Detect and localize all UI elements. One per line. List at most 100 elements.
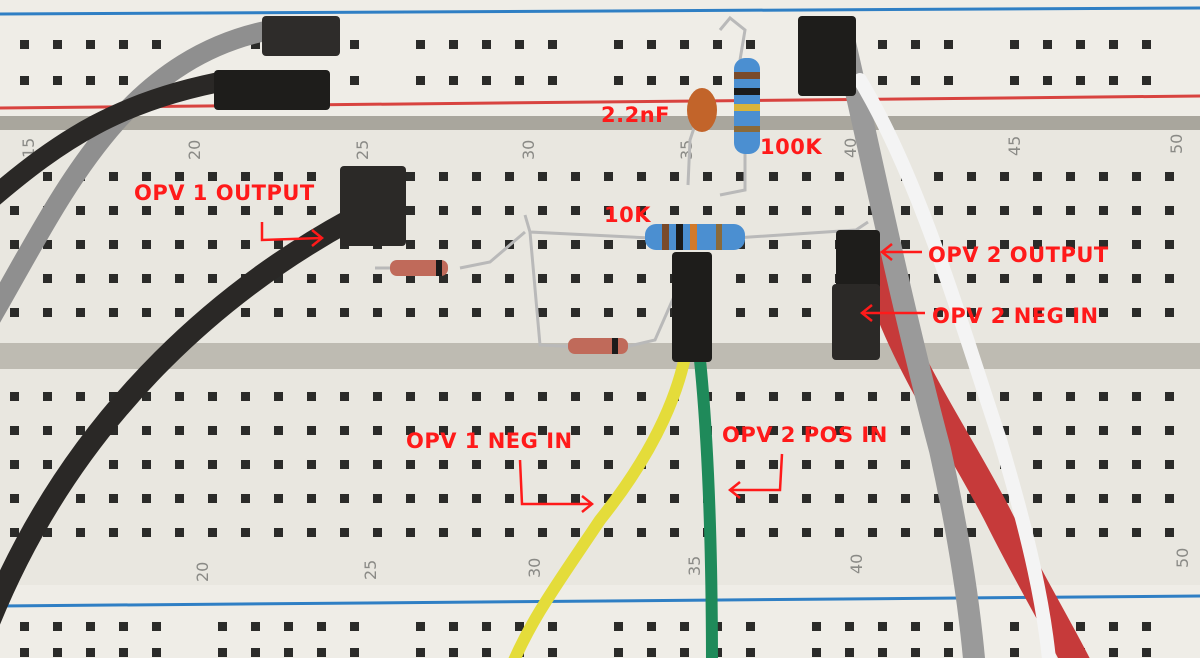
hole xyxy=(1033,528,1042,537)
hole xyxy=(109,274,118,283)
hole xyxy=(614,76,623,85)
hole xyxy=(109,494,118,503)
arrow-opv1-output xyxy=(260,222,323,242)
hole xyxy=(416,76,425,85)
label-opv1-output: OPV 1 OUTPUT xyxy=(134,181,315,205)
hole xyxy=(208,528,217,537)
hole xyxy=(812,622,821,631)
hole xyxy=(934,172,943,181)
hole xyxy=(1109,622,1118,631)
col-number: 50 xyxy=(1167,134,1186,154)
hole xyxy=(967,240,976,249)
hole xyxy=(53,76,62,85)
hole xyxy=(439,528,448,537)
hole xyxy=(20,622,29,631)
hole xyxy=(944,40,953,49)
annotation-arrows xyxy=(260,222,925,513)
resistor-10k xyxy=(645,224,745,250)
hole xyxy=(604,240,613,249)
hole xyxy=(1066,460,1075,469)
hole xyxy=(571,460,580,469)
hole xyxy=(109,460,118,469)
hole xyxy=(472,274,481,283)
hole xyxy=(637,392,646,401)
hole xyxy=(439,240,448,249)
top-red-rail-line xyxy=(0,94,1200,110)
hole xyxy=(571,274,580,283)
hole xyxy=(340,274,349,283)
hole xyxy=(901,494,910,503)
hole xyxy=(845,622,854,631)
hole xyxy=(175,240,184,249)
hole xyxy=(670,206,679,215)
hole xyxy=(373,426,382,435)
hole xyxy=(482,76,491,85)
hole xyxy=(43,172,52,181)
hole xyxy=(538,460,547,469)
hole xyxy=(142,494,151,503)
hole xyxy=(505,494,514,503)
hole xyxy=(76,206,85,215)
hole xyxy=(241,172,250,181)
hole xyxy=(538,528,547,537)
hole xyxy=(1099,206,1108,215)
hole xyxy=(340,494,349,503)
hole xyxy=(449,648,458,657)
hole xyxy=(680,76,689,85)
hole xyxy=(878,648,887,657)
hole xyxy=(944,648,953,657)
hole xyxy=(571,392,580,401)
hole xyxy=(43,308,52,317)
hole xyxy=(208,206,217,215)
hole xyxy=(482,40,491,49)
hole xyxy=(505,274,514,283)
connector-opv1-output xyxy=(340,166,406,246)
hole xyxy=(1066,274,1075,283)
hole xyxy=(152,648,161,657)
hole xyxy=(53,648,62,657)
hole xyxy=(307,528,316,537)
hole xyxy=(1132,308,1141,317)
hole xyxy=(241,206,250,215)
hole xyxy=(746,648,755,657)
arrow-opv2-neg-in-head xyxy=(859,304,873,322)
hole xyxy=(901,528,910,537)
hole xyxy=(76,528,85,537)
hole xyxy=(284,648,293,657)
hole xyxy=(317,622,326,631)
hole xyxy=(505,308,514,317)
hole xyxy=(802,206,811,215)
hole xyxy=(802,308,811,317)
hole xyxy=(142,240,151,249)
hole xyxy=(1165,240,1174,249)
hole xyxy=(449,40,458,49)
hole xyxy=(416,40,425,49)
hole xyxy=(10,426,19,435)
hole xyxy=(736,392,745,401)
hole xyxy=(1132,392,1141,401)
hole xyxy=(571,494,580,503)
hole xyxy=(1010,622,1019,631)
col-number: 40 xyxy=(841,138,860,158)
hole xyxy=(274,460,283,469)
hole xyxy=(208,494,217,503)
hole xyxy=(241,392,250,401)
hole xyxy=(1132,206,1141,215)
hole xyxy=(373,308,382,317)
hole xyxy=(175,460,184,469)
hole xyxy=(76,392,85,401)
hole xyxy=(604,206,613,215)
hole xyxy=(1132,460,1141,469)
hole xyxy=(878,76,887,85)
hole xyxy=(802,240,811,249)
hole xyxy=(472,240,481,249)
hole xyxy=(637,528,646,537)
hole xyxy=(175,426,184,435)
hole xyxy=(647,76,656,85)
hole xyxy=(284,622,293,631)
hole xyxy=(505,392,514,401)
hole xyxy=(670,460,679,469)
label-opv2-pos-in: OPV 2 POS IN xyxy=(722,423,888,447)
hole xyxy=(538,206,547,215)
